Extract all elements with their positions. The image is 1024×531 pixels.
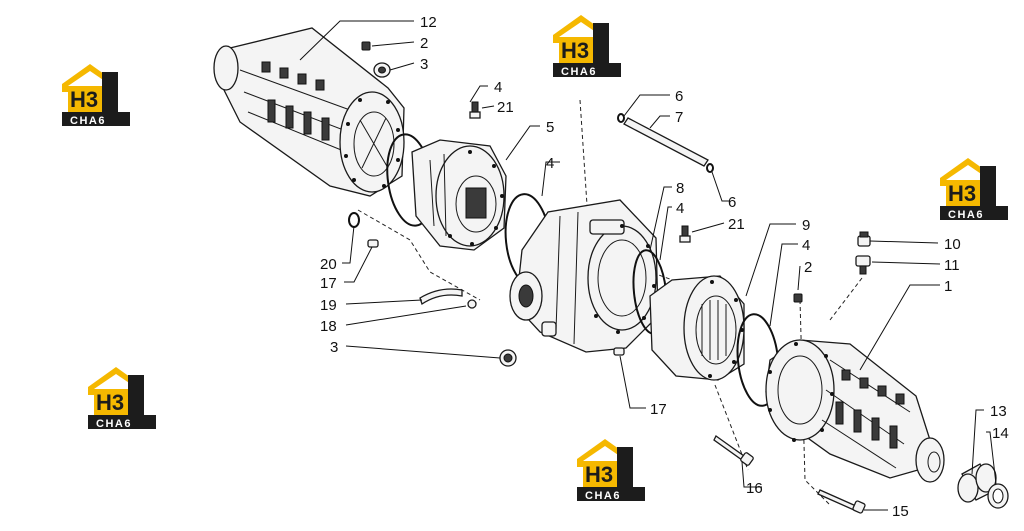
svg-text:CHA6: CHA6 [96, 418, 132, 430]
callout-3: 3 [420, 56, 428, 73]
callout-4: 4 [546, 155, 554, 172]
callout-2: 2 [420, 35, 428, 52]
callout-16: 16 [746, 480, 763, 497]
callout-1: 1 [944, 278, 952, 295]
right-axle-housing-1 [765, 339, 945, 483]
callout-19: 19 [320, 297, 337, 314]
bolt-15 [817, 489, 866, 514]
o-ring-6-top [617, 113, 625, 123]
watermark-logo: H3 CHA6 [577, 439, 645, 502]
callout-9: 9 [802, 217, 810, 234]
bolt-18 [467, 299, 477, 309]
callout-14: 14 [992, 425, 1009, 442]
callout-17: 17 [320, 275, 337, 292]
watermark-logo: H3 CHA6 [940, 158, 1008, 221]
tube-7 [623, 117, 709, 167]
callout-8: 8 [676, 180, 684, 197]
callout-15: 15 [892, 503, 909, 520]
callout-2: 2 [804, 259, 812, 276]
callout-6: 6 [728, 194, 736, 211]
o-ring-6-bottom [706, 163, 714, 173]
valve-11 [855, 255, 871, 275]
svg-text:H3: H3 [948, 181, 976, 206]
callout-4: 4 [494, 79, 502, 96]
fitting-21-top [469, 101, 481, 119]
watermark-logo: H3 CHA6 [553, 15, 621, 78]
callout-4: 4 [802, 237, 810, 254]
callout-17: 17 [650, 401, 667, 418]
plug-3-bottom [499, 349, 517, 367]
watermark-logo: H3 CHA6 [62, 64, 130, 127]
svg-text:CHA6: CHA6 [561, 66, 597, 78]
plug-2-top [361, 41, 371, 51]
callout-7: 7 [675, 109, 683, 126]
callout-13: 13 [990, 403, 1007, 420]
svg-text:H3: H3 [70, 87, 98, 112]
plug-2-right [793, 293, 803, 303]
svg-text:CHA6: CHA6 [585, 490, 621, 502]
callout-4: 4 [676, 200, 684, 217]
screw-17-left [367, 239, 379, 248]
bolt-16 [713, 435, 754, 466]
ring-20 [348, 212, 360, 228]
callout-5: 5 [546, 119, 554, 136]
svg-text:H3: H3 [96, 390, 124, 415]
callout-10: 10 [944, 236, 961, 253]
svg-text:CHA6: CHA6 [70, 115, 106, 127]
callout-numbers: 12 2 3 4 21 5 6 7 6 4 8 4 21 9 4 2 10 11… [320, 14, 1009, 520]
bracket-19 [419, 288, 463, 306]
callout-3: 3 [330, 339, 338, 356]
svg-text:CHA6: CHA6 [948, 209, 984, 221]
callout-6: 6 [675, 88, 683, 105]
carrier-housing-5 [411, 139, 507, 251]
svg-text:H3: H3 [585, 462, 613, 487]
callout-21: 21 [497, 99, 514, 116]
watermark-logo: H3 CHA6 [88, 367, 156, 430]
carrier-housing-9 [649, 275, 745, 381]
leader-lines [299, 20, 997, 511]
plug-3-top [373, 62, 391, 78]
central-axle-body-8 [509, 199, 659, 353]
callout-11: 11 [944, 257, 960, 274]
callout-21: 21 [728, 216, 745, 233]
seal-14 [987, 483, 1009, 509]
callout-12: 12 [420, 14, 437, 31]
svg-text:H3: H3 [561, 38, 589, 63]
screw-17-right [613, 347, 625, 356]
fitting-21-right [679, 225, 691, 243]
callout-20: 20 [320, 256, 337, 273]
breather-10 [857, 231, 871, 247]
left-axle-housing [213, 27, 405, 197]
callout-18: 18 [320, 318, 337, 335]
